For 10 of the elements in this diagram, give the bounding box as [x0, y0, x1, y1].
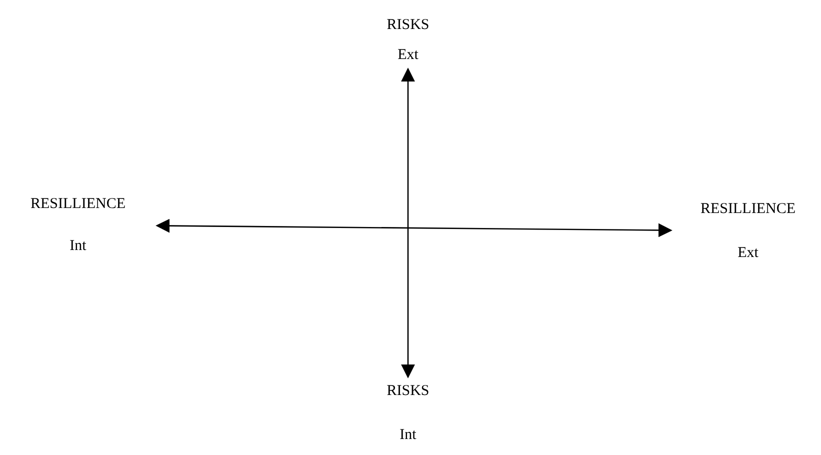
double-headed-arrow [401, 68, 415, 378]
axis-label: RISKS [386, 382, 430, 400]
axis-label: Int [70, 237, 86, 255]
axis-label: Ext [738, 244, 758, 262]
axis-label: RESILLIENCE [30, 195, 126, 213]
double-headed-arrow [156, 218, 672, 238]
axis-label: Ext [398, 46, 418, 64]
axis-label: Int [400, 426, 416, 444]
axis-label: RESILLIENCE [700, 200, 796, 218]
axis-label: RISKS [386, 16, 430, 34]
